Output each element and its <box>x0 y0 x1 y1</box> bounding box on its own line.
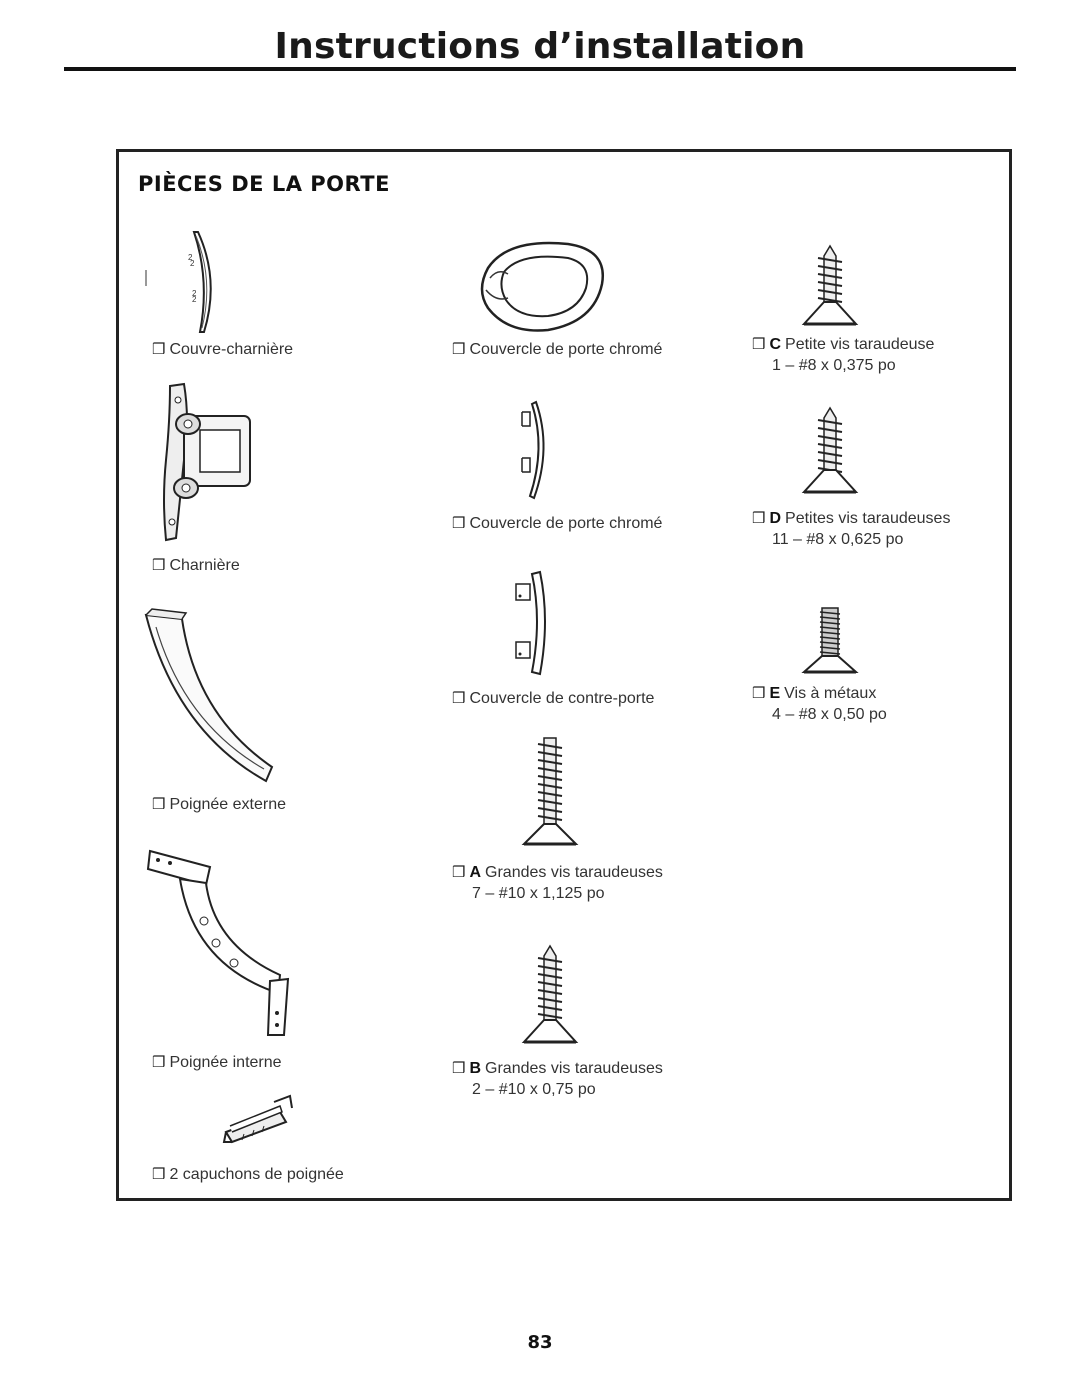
chrome-door-cover-2-label: ❒Couvercle de porte chromé <box>452 515 663 532</box>
checkbox-icon: ❒ <box>152 796 166 813</box>
screw-a-quantity: 7 – #10 x 1,125 po <box>472 885 605 902</box>
checkbox-icon: ❒ <box>452 690 466 707</box>
page-title: Instructions d’installation <box>274 26 806 67</box>
section-heading: PIÈCES DE LA PORTE <box>138 172 390 196</box>
inner-handle-label: ❒Poignée interne <box>152 1054 282 1071</box>
page-number: 83 <box>527 1332 553 1353</box>
checkbox-icon: ❒ <box>752 336 766 353</box>
svg-text:2: 2 <box>190 259 195 268</box>
checkbox-icon: ❒ <box>152 557 166 574</box>
inner-door-cover-label: ❒Couvercle de contre-porte <box>452 690 655 707</box>
inner-door-cover-illustration <box>515 570 546 676</box>
checkbox-icon: ❒ <box>152 341 166 358</box>
hinge-cover-illustration: 2 2 2 2 <box>145 231 212 333</box>
svg-text:2: 2 <box>192 295 197 304</box>
checkbox-icon: ❒ <box>452 515 466 532</box>
svg-text:2: 2 <box>192 289 197 298</box>
outer-handle-illustration <box>144 608 274 783</box>
hinge-label: ❒Charnière <box>152 557 240 574</box>
screw-e-quantity: 4 – #8 x 0,50 po <box>772 706 887 723</box>
screw-c-illustration <box>801 244 859 326</box>
title-rule <box>64 67 1016 71</box>
checkbox-icon: ❒ <box>452 864 466 881</box>
chrome-door-cover-1-label: ❒Couvercle de porte chromé <box>452 341 663 358</box>
checkbox-icon: ❒ <box>452 341 466 358</box>
hinge-illustration <box>163 382 251 542</box>
handle-caps-illustration <box>222 1094 293 1144</box>
screw-b-illustration <box>521 944 579 1044</box>
screw-a-illustration <box>521 737 579 846</box>
inner-handle-illustration <box>146 849 290 1036</box>
handle-caps-label: ❒2 capuchons de poignée <box>152 1166 344 1183</box>
outer-handle-label: ❒Poignée externe <box>152 796 286 813</box>
checkbox-icon: ❒ <box>152 1166 166 1183</box>
screw-c-quantity: 1 – #8 x 0,375 po <box>772 357 896 374</box>
checkbox-icon: ❒ <box>752 510 766 527</box>
svg-text:2: 2 <box>188 253 193 262</box>
checkbox-icon: ❒ <box>752 685 766 702</box>
checkbox-icon: ❒ <box>452 1060 466 1077</box>
checkbox-icon: ❒ <box>152 1054 166 1071</box>
chrome-door-cover-strip-illustration <box>521 400 545 500</box>
hinge-cover-label: ❒Couvre-charnière <box>152 341 294 358</box>
door-parts-panel <box>116 149 1012 1201</box>
screw-d-quantity: 11 – #8 x 0,625 po <box>772 531 904 548</box>
screw-e-illustration <box>801 607 859 674</box>
screw-d-illustration <box>801 406 859 494</box>
chrome-door-cover-ring-illustration <box>480 241 605 332</box>
screw-b-quantity: 2 – #10 x 0,75 po <box>472 1081 596 1098</box>
